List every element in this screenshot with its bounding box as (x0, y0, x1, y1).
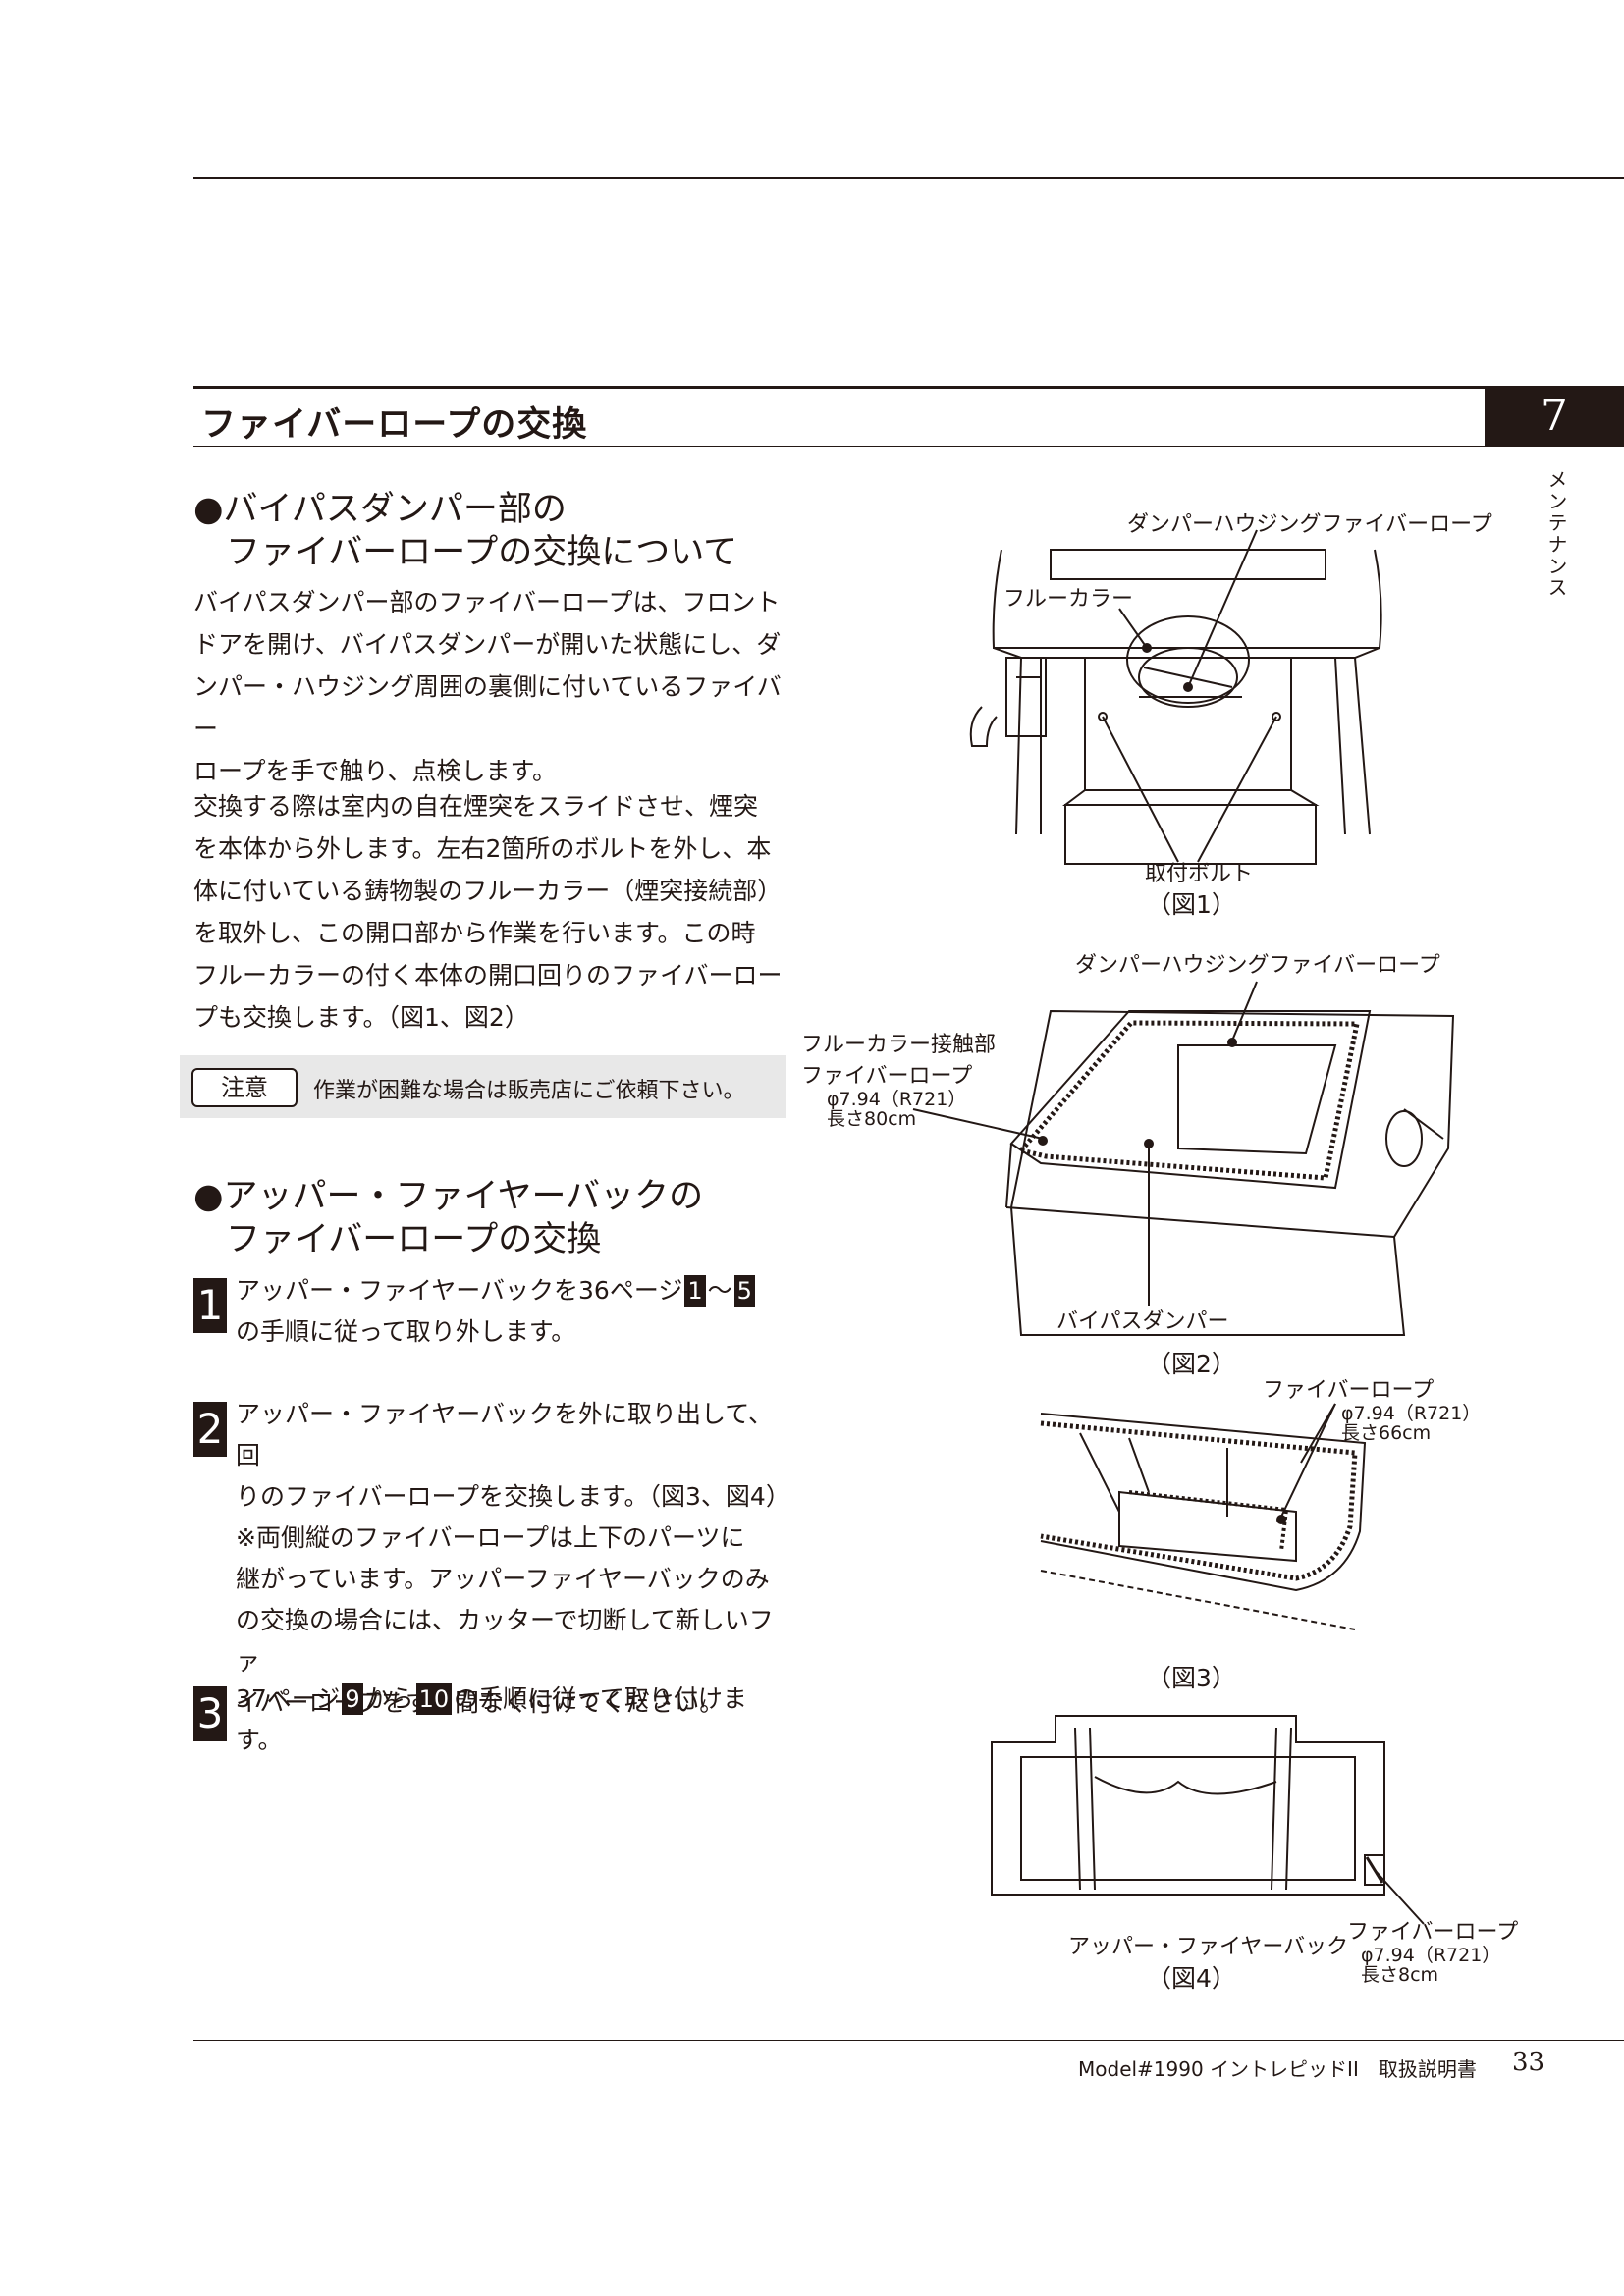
text-line: 長さ8cm (1361, 1964, 1439, 1986)
bypass-paragraph-1: バイパスダンパー部のファイバーロープは、フロント ドアを開け、バイパスダンパーが… (193, 581, 783, 792)
fig3-label: ファイバーロープ φ7.94（R721） 長さ66cm (1263, 1372, 1481, 1443)
step-ref: 10 (415, 1683, 453, 1715)
text-line: フルーカラー接触部 (801, 1033, 997, 1057)
fig3-caption: （図3） (1147, 1664, 1236, 1692)
step-number-2: 2 (193, 1402, 227, 1457)
step-1-line-2: の手順に従って取り外します。 (236, 1317, 576, 1346)
text-line: を本体から外します。左右2箇所のボルトを外し、本 (193, 834, 772, 863)
section-title: ファイバーロープの交換 (201, 405, 588, 445)
upper-heading-2: ファイバーロープの交換 (226, 1220, 602, 1259)
step-2-text: アッパー・ファイヤーバックを外に取り出して、回 りのファイバーロープを交換します… (236, 1394, 790, 1724)
footer-model: Model#1990 イントレピッドII 取扱説明書 (1078, 2057, 1477, 2081)
text-line: φ7.94（R721） (827, 1089, 967, 1110)
fig2-label-bottom: バイパスダンパー (1056, 1309, 1229, 1334)
bypass-heading-1: ●バイパスダンパー部の (193, 490, 567, 529)
text-line: フルーカラーの付く本体の開口回りのファイバーロー (193, 961, 783, 989)
text-line: の交換の場合には、カッターで切断して新しいファ (236, 1606, 774, 1676)
text-line: アッパー・ファイヤーバックを外に取り出して、回 (236, 1400, 774, 1469)
text-line: ファイバーロープ (1263, 1378, 1435, 1403)
fig1-label-top: ダンパーハウジングファイバーロープ (1127, 512, 1492, 537)
caution-text: 作業が困難な場合は販売店にご依頼下さい。 (313, 1079, 745, 1103)
text-run: アッパー・ファイヤーバックを36ページ (236, 1276, 683, 1305)
step-ref: 1 (684, 1275, 706, 1307)
text-line: φ7.94（R721） (1361, 1945, 1501, 1966)
text-line: ファイバーロープ (1347, 1920, 1519, 1945)
text-line: ドアを開け、バイパスダンパーが開いた状態にし、ダ (193, 630, 782, 659)
bypass-heading-2: ファイバーロープの交換について (226, 533, 738, 572)
text-run: ～ (707, 1276, 732, 1305)
fig2-caption: （図2） (1147, 1350, 1236, 1378)
text-line: φ7.94（R721） (1341, 1403, 1482, 1424)
side-tab-label: メンテナンス (1544, 469, 1568, 599)
footer-rule (193, 2040, 1624, 2041)
text-line: ロープを手で触り、点検します。 (193, 757, 558, 785)
fig4-caption: （図4） (1147, 1964, 1236, 1993)
text-run: 37ページ (236, 1684, 341, 1713)
bypass-paragraph-2: 交換する際は室内の自在煙突をスライドさせ、煙突 を本体から外します。左右2箇所の… (193, 785, 783, 1039)
text-line: プも交換します。（図1、図2） (193, 1003, 529, 1032)
fig4-label-right: ファイバーロープ φ7.94（R721） 長さ8cm (1347, 1914, 1518, 1985)
text-line: 長さ66cm (1341, 1422, 1432, 1444)
caution-box: 注意 作業が困難な場合は販売店にご依頼下さい。 (180, 1055, 786, 1118)
text-line: を取外し、この開口部から作業を行います。この時 (193, 919, 756, 947)
step-ref: 5 (733, 1275, 755, 1307)
fig1-label-flue: フルーカラー (1003, 587, 1134, 612)
text-line: 長さ80cm (827, 1108, 917, 1130)
step-number-1: 1 (193, 1278, 227, 1333)
top-rule (193, 177, 1624, 179)
chapter-badge: 7 (1485, 386, 1624, 447)
fig2-label-top: ダンパーハウジングファイバーロープ (1075, 953, 1440, 978)
text-run: から (364, 1684, 414, 1713)
step-number-3: 3 (193, 1686, 227, 1741)
page-number: 33 (1512, 2048, 1545, 2077)
fig1-label-bolt: 取付ボルト (1145, 862, 1254, 886)
text-line: バイパスダンパー部のファイバーロープは、フロント (193, 588, 781, 616)
step-ref: 9 (342, 1683, 363, 1715)
section-rule-bottom (193, 446, 1485, 447)
text-line: イバーロープをすき間なく付けてください。 (236, 1688, 725, 1717)
text-line: りのファイバーロープを交換します。（図3、図4） (236, 1482, 790, 1511)
text-line: 体に付いている鋳物製のフルーカラー（煙突接続部） (193, 877, 783, 905)
text-line: 交換する際は室内の自在煙突をスライドさせ、煙突 (193, 792, 759, 821)
text-run: の手順に従って取り付けます。 (236, 1684, 747, 1754)
upper-heading-1: ●アッパー・ファイヤーバックの (193, 1177, 704, 1216)
fig2-label-left: フルーカラー接触部 ファイバーロープ φ7.94（R721） 長さ80cm (801, 1027, 996, 1129)
fig4-label-left: アッパー・ファイヤーバック (1068, 1935, 1349, 1959)
text-line: ファイバーロープ (801, 1064, 973, 1089)
text-line: ※両側縦のファイバーロープは上下のパーツに (236, 1523, 745, 1552)
text-line: ンパー・ハウジング周囲の裏側に付いているファイバー (193, 672, 782, 743)
text-line: 継がっています。アッパーファイヤーバックのみ (236, 1565, 770, 1593)
section-rule-top (193, 386, 1485, 389)
caution-label: 注意 (191, 1068, 298, 1107)
fig1-caption: （図1） (1147, 890, 1236, 919)
